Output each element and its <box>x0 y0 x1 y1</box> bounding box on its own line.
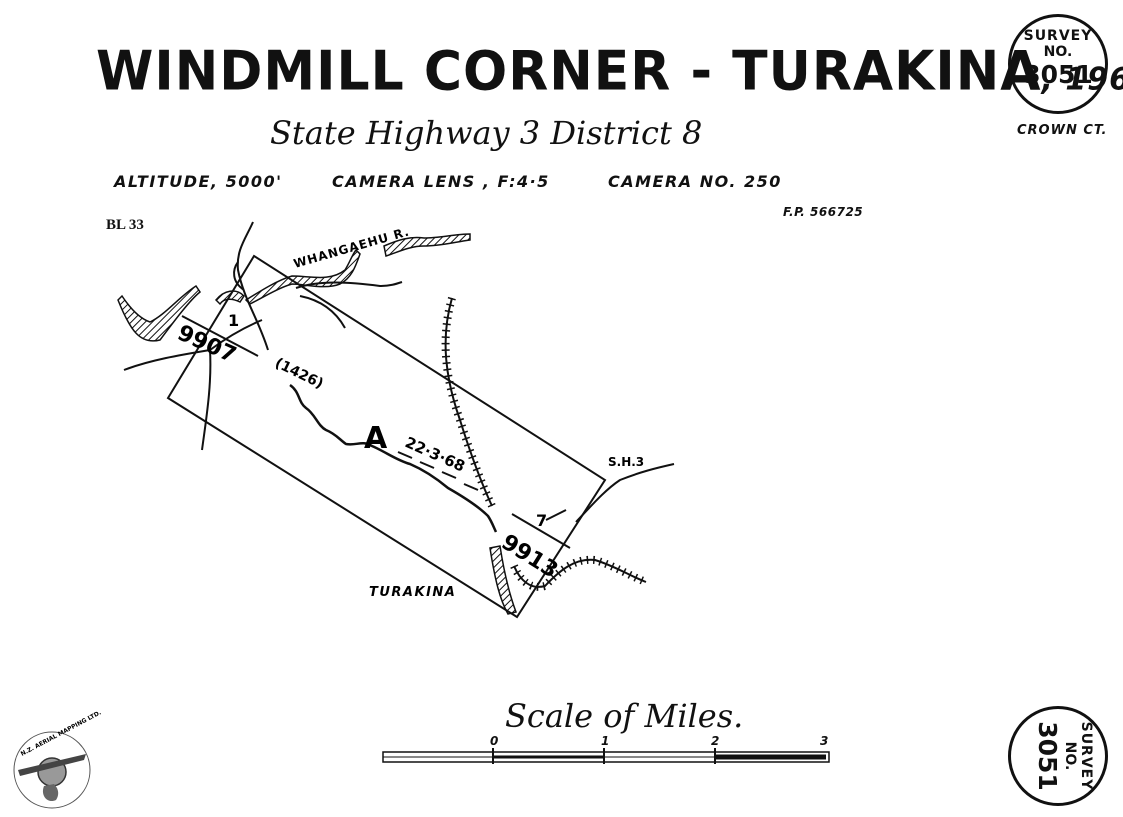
frame-mark-end <box>511 513 571 549</box>
river-bank-hatch <box>489 545 517 615</box>
camera-text: CAMERA NO. 250 <box>608 172 782 191</box>
highway-label: S.H.3 <box>608 455 644 469</box>
scale-tick-label: 1 <box>601 734 610 748</box>
flight-line-segment <box>397 451 413 459</box>
height-label: (1426) <box>272 355 326 392</box>
flight-line-segment <box>441 471 457 479</box>
river-bank-hatch <box>383 233 471 257</box>
map-title: WINDMILL CORNER - TURAKINA, 1968 <box>96 40 1123 103</box>
survey-number: 3051 <box>1023 60 1093 89</box>
stream-line <box>209 319 263 351</box>
river-bank-hatch <box>244 248 361 305</box>
altitude-text: ALTITUDE, 5000' <box>114 172 283 191</box>
highway-line <box>575 463 675 523</box>
survey-label: SURVEY <box>1023 28 1093 44</box>
title-main: WINDMILL CORNER - TURAKINA <box>96 40 1042 103</box>
logo-text: N.Z. AERIAL MAPPING LTD. <box>20 709 103 757</box>
stream-line <box>123 349 211 371</box>
flight-date: 22·3·68 <box>402 433 467 475</box>
scale-tick-label: 2 <box>711 734 720 748</box>
stream-line <box>233 261 245 291</box>
photo-coverage-outline <box>166 254 607 619</box>
company-logo: N.Z. AERIAL MAPPING LTD. <box>13 709 103 809</box>
town-label: TURAKINA <box>369 585 456 600</box>
river-bank-hatch <box>117 284 202 342</box>
railway-line <box>441 296 496 508</box>
route-line <box>289 383 498 533</box>
survey-stamp-top: SURVEY NO. 3051 <box>1008 14 1108 114</box>
railway-line <box>510 555 648 591</box>
photo-count-end: 7 <box>536 511 547 530</box>
flight-line-segment <box>419 461 435 469</box>
run-letter: A <box>364 421 388 456</box>
photo-count-start: 1 <box>228 311 239 330</box>
scale-label: Scale of Miles. <box>505 697 744 735</box>
stream-line <box>295 281 403 289</box>
stream-line <box>201 349 212 451</box>
survey-no-label: NO. <box>1043 44 1073 60</box>
river-bank-hatch <box>214 290 245 306</box>
flight-line-segment <box>545 509 567 521</box>
lens-text: CAMERA LENS , F:4·5 <box>332 172 550 191</box>
scale-tick-label: 0 <box>490 734 499 748</box>
stream-line <box>236 221 269 351</box>
crown-copyright: CROWN CT. <box>1017 123 1108 138</box>
fp-reference: F.P. 566725 <box>783 205 864 219</box>
flight-line-segment <box>463 483 479 491</box>
sheet-reference: BL 33 <box>106 217 144 233</box>
stream-line <box>299 295 346 329</box>
frame-mark-start <box>181 315 259 357</box>
scale-tick-label: 3 <box>820 734 829 748</box>
map-subtitle: State Highway 3 District 8 <box>270 114 703 152</box>
